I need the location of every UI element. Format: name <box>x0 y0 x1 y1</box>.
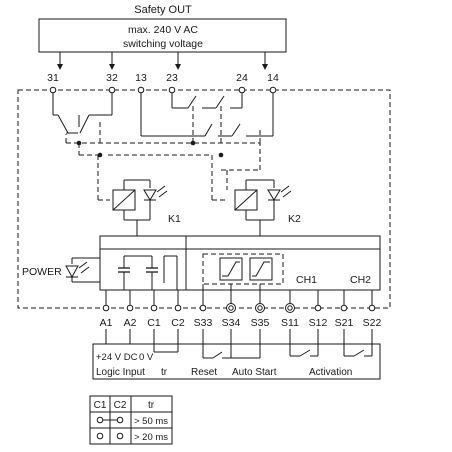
terminal-s35-label: S35 <box>251 317 270 329</box>
terminal-14-label: 14 <box>267 72 279 84</box>
threshold-symbol-2 <box>249 257 273 281</box>
external-wiring-box <box>92 343 381 380</box>
k2-label: K2 <box>288 213 301 225</box>
k1-label: K1 <box>168 213 181 225</box>
switching-voltage-label: switching voltage <box>123 38 203 50</box>
table-header-c1: C1 <box>94 400 107 411</box>
top-terminals <box>49 86 277 94</box>
device-enclosure <box>17 89 391 309</box>
supply-24v-label: +24 V DC <box>96 352 138 363</box>
ch1-label: CH1 <box>296 274 317 286</box>
tr-label: tr <box>161 367 168 378</box>
c1-c2-table: C1 C2 tr > 50 ms > 20 ms <box>89 395 173 445</box>
terminal-24-label: 24 <box>236 72 248 84</box>
terminal-s11-label: S11 <box>281 317 299 329</box>
terminal-s12-label: S12 <box>309 317 328 329</box>
junction-dots <box>76 140 224 158</box>
top-terminal-labels: 31 32 13 23 24 14 <box>47 72 279 84</box>
supply-0v-label: 0 V <box>139 352 154 363</box>
capacitor-bank <box>118 255 178 290</box>
table-header-c2: C2 <box>114 400 127 411</box>
logic-input-label: Logic Input <box>96 367 145 378</box>
tr-value-row1: > 50 ms <box>134 416 168 427</box>
terminal-13-label: 13 <box>135 72 147 84</box>
terminal-s22-label: S22 <box>363 317 382 329</box>
logic-module <box>99 235 381 291</box>
module-legs <box>105 284 373 308</box>
terminal-c1-label: C1 <box>147 317 161 329</box>
terminal-s21-label: S21 <box>335 317 354 329</box>
auto-start-label: Auto Start <box>232 367 277 378</box>
terminal-s34-label: S34 <box>222 317 241 329</box>
table-row: > 20 ms <box>96 432 168 443</box>
supply-arrows <box>57 52 268 70</box>
table-header-tr: tr <box>148 400 155 411</box>
reset-label: Reset <box>191 367 217 378</box>
terminal-23-label: 23 <box>166 72 178 84</box>
power-indicator: POWER <box>22 257 100 283</box>
nc-contacts-31-32 <box>52 93 113 134</box>
power-label: POWER <box>22 266 62 278</box>
ch2-label: CH2 <box>350 274 371 286</box>
safety-out-title: Safety OUT <box>134 4 192 16</box>
relay-linkage <box>65 106 261 201</box>
relay-k1: K1 <box>112 179 181 236</box>
terminal-a2-label: A2 <box>124 317 137 329</box>
terminal-32-label: 32 <box>106 72 118 84</box>
monitoring-block <box>202 253 284 285</box>
power-led-icon <box>65 265 79 279</box>
table-row: > 50 ms <box>96 416 168 427</box>
terminal-31-label: 31 <box>47 72 59 84</box>
bottom-terminals <box>102 303 376 313</box>
relay-k2: K2 <box>234 179 301 236</box>
no-contacts-13-14-23-24 <box>140 93 274 137</box>
terminal-c2-label: C2 <box>171 317 185 329</box>
terminal-s33-label: S33 <box>194 317 213 329</box>
activation-label: Activation <box>309 367 352 378</box>
threshold-symbol-1 <box>219 257 243 281</box>
bottom-terminal-labels: A1 A2 C1 C2 S33 S34 S35 S11 S12 S21 S22 <box>100 317 382 329</box>
external-wires <box>105 329 373 359</box>
k1-led-icon <box>143 189 157 201</box>
tr-value-row2: > 20 ms <box>134 432 168 443</box>
switching-voltage-box <box>38 18 287 53</box>
terminal-a1-label: A1 <box>100 317 113 329</box>
k2-led-icon <box>267 189 281 201</box>
max-voltage-label: max. 240 V AC <box>128 24 198 36</box>
